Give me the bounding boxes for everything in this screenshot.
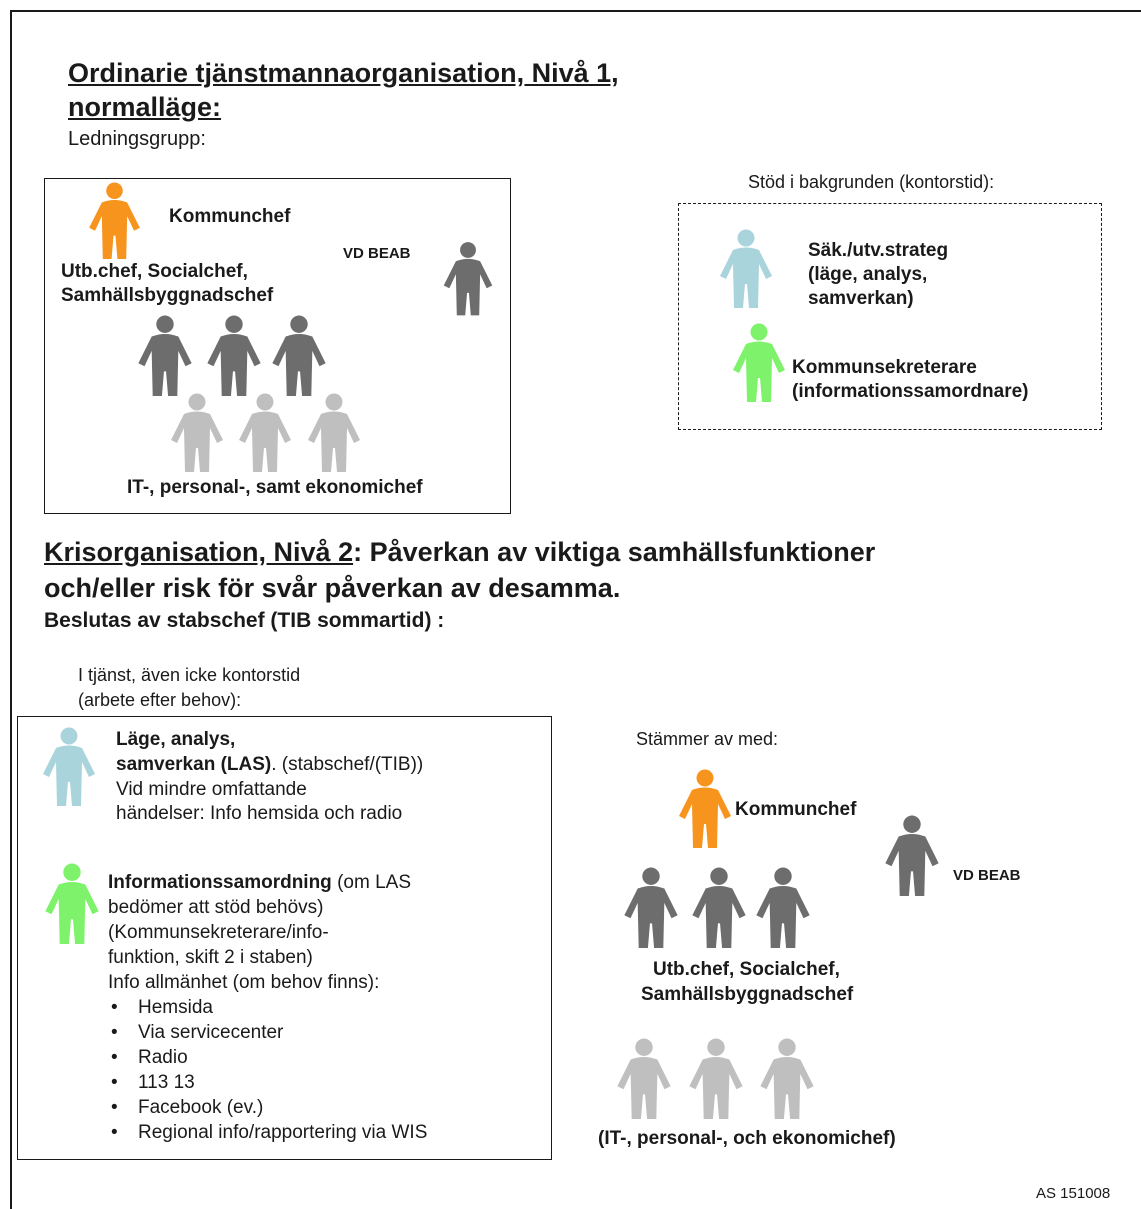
level1-subtitle: Ledningsgrupp: [68, 128, 206, 150]
vd-beab-label: VD BEAB [343, 245, 411, 262]
person-it-chief-icon [611, 1037, 677, 1119]
person-chief-icon [202, 314, 266, 396]
level1-title: Ordinarie tjänstmannaorganisation, Nivå … [68, 58, 619, 88]
checks-heading: Stämmer av med: [636, 729, 779, 749]
person-sekreterare-icon [725, 322, 793, 402]
info-line4: funktion, skift 2 i staben) [108, 947, 313, 968]
info-line3: (Kommunsekreterare/info- [108, 922, 329, 943]
info-line5: Info allmänhet (om behov finns): [108, 972, 380, 993]
info-line2: bedömer att stöd behövs) [108, 897, 324, 918]
las-line2: samverkan (LAS). (stabschef/(TIB)) [116, 754, 424, 775]
person-kommunchef-icon [83, 181, 146, 259]
person-chief-icon [750, 866, 816, 948]
info-channel-list: Hemsida Via servicecenter Radio 113 13 F… [108, 995, 427, 1145]
document-code: AS 151008 [1036, 1185, 1111, 1202]
person-chief-icon [267, 314, 331, 396]
checks-chiefs-line1: Utb.chef, Socialchef, [653, 959, 840, 980]
support-box [678, 203, 1102, 430]
person-chief-icon [618, 866, 684, 948]
chiefs-label-line2: Samhällsbyggnadschef [61, 285, 274, 306]
person-vd-icon [878, 814, 946, 896]
person-las-icon [33, 726, 105, 806]
person-kommunchef-icon [674, 768, 736, 848]
person-it-chief-icon [302, 392, 366, 472]
las-line3: Vid mindre omfattande [116, 779, 307, 800]
checks-it-chiefs-label: (IT-, personal-, och ekonomichef) [598, 1128, 896, 1149]
person-it-chief-icon [233, 392, 297, 472]
decided-by-label: Beslutas av stabschef (TIB sommartid) : [44, 609, 445, 632]
it-chiefs-label: IT-, personal-, samt ekonomichef [127, 477, 423, 498]
strateg-label-line1: Säk./utv.strateg [808, 240, 949, 261]
kommunchef-label: Kommunchef [169, 206, 291, 227]
level2-title-line2: och/eller risk för svår påverkan av desa… [44, 573, 621, 603]
info-channel-item: Hemsida [108, 995, 427, 1020]
page-frame [10, 10, 1141, 1209]
sekreterare-label-line1: Kommunsekreterare [792, 357, 977, 378]
las-line1: Läge, analys, [116, 729, 236, 750]
info-line1: Informationssamordning (om LAS [108, 872, 411, 893]
info-channel-item: Regional info/rapportering via WIS [108, 1120, 427, 1145]
in-service-box [17, 716, 552, 1160]
sekreterare-label-line2: (informationssamordnare) [792, 381, 1029, 402]
person-chief-icon [686, 866, 752, 948]
person-it-chief-icon [165, 392, 229, 472]
person-it-chief-icon [683, 1037, 749, 1119]
service-label-line1: I tjänst, även icke kontorstid [78, 665, 301, 685]
strateg-label-line2: (läge, analys, [808, 264, 928, 285]
person-info-icon [38, 862, 106, 944]
level2-title: Krisorganisation, Nivå 2: Påverkan av vi… [44, 537, 876, 567]
person-vd-icon [440, 238, 496, 318]
support-heading: Stöd i bakgrunden (kontorstid): [748, 172, 995, 192]
service-label-line2: (arbete efter behov): [78, 690, 242, 710]
person-strateg-icon [712, 228, 780, 308]
info-channel-item: Facebook (ev.) [108, 1095, 427, 1120]
management-group-box [44, 178, 511, 514]
info-channel-item: Radio [108, 1045, 427, 1070]
checks-vd-label: VD BEAB [953, 867, 1021, 884]
info-channel-item: Via servicecenter [108, 1020, 427, 1045]
las-line4: händelser: Info hemsida och radio [116, 803, 403, 824]
strateg-label-line3: samverkan) [808, 288, 914, 309]
info-channel-item: 113 13 [108, 1070, 427, 1095]
person-chief-icon [133, 314, 197, 396]
checks-kommunchef-label: Kommunchef [735, 799, 857, 820]
checks-chiefs-line2: Samhällsbyggnadschef [641, 984, 854, 1005]
level1-title-line2: normalläge: [68, 92, 222, 122]
chiefs-label-line1: Utb.chef, Socialchef, [61, 261, 248, 282]
person-it-chief-icon [754, 1037, 820, 1119]
